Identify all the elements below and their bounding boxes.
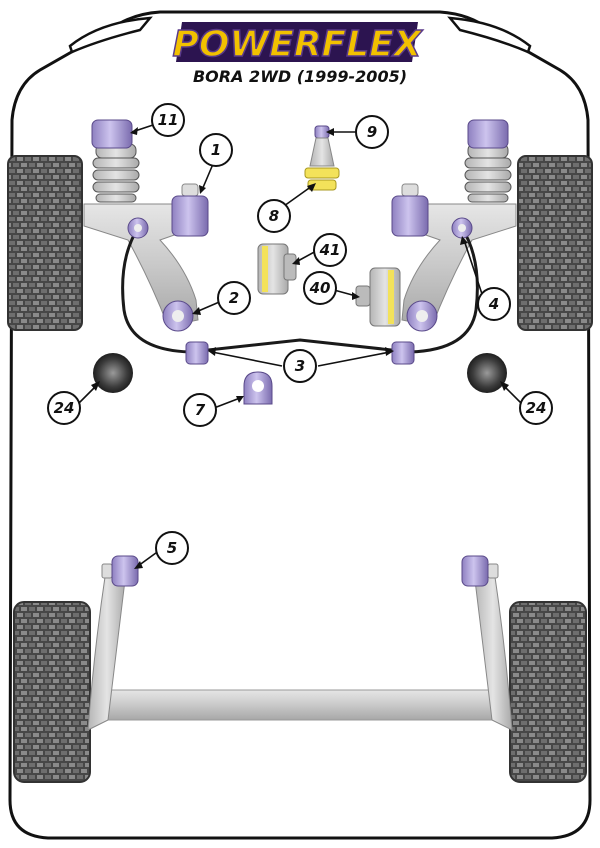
callout-number: 2	[229, 289, 239, 307]
front-left-wishbone	[83, 203, 201, 327]
callout-circle	[355, 115, 389, 149]
rear-beam-bush-right	[461, 555, 499, 587]
callout-circle	[199, 133, 233, 167]
arb-bush-right	[391, 341, 415, 365]
callout-number: 40	[309, 279, 331, 297]
callout-3: 3	[283, 349, 317, 383]
callout-circle	[151, 103, 185, 137]
engine-mount-upper	[309, 125, 335, 167]
callout-4: 4	[477, 287, 511, 321]
callout-24: 24	[47, 391, 81, 425]
leader-arrowheads	[91, 127, 509, 569]
rear-beam-bush-left	[101, 555, 139, 587]
front-left-tyre	[7, 155, 83, 331]
bush-bore	[134, 224, 142, 232]
callout-5: 5	[155, 531, 189, 565]
gearbox-mount-41	[257, 243, 297, 295]
rear-torsion-beam	[99, 689, 501, 721]
callout-number: 24	[54, 399, 75, 417]
callout-circle	[283, 349, 317, 383]
callout-circle	[257, 199, 291, 233]
callout-number: 3	[295, 357, 305, 375]
arb-bush-left	[185, 341, 209, 365]
subframe-mount-left	[93, 353, 133, 393]
front-left-spring	[92, 143, 140, 203]
powerflex-logo: POWERFLEX	[172, 22, 424, 66]
model-title: BORA 2WD (1999-2005)	[193, 67, 407, 86]
callout-circle	[217, 281, 251, 315]
bush-bore	[172, 310, 184, 322]
rear-right-tyre	[509, 601, 587, 783]
callout-7: 7	[183, 393, 217, 427]
top-mount-bush-right	[467, 119, 509, 149]
callout-circle	[183, 393, 217, 427]
callout-number: 24	[526, 399, 547, 417]
callout-11: 11	[151, 103, 185, 137]
wishbone-front-bush-left	[171, 183, 209, 237]
callout-circle	[303, 271, 337, 305]
callout-group: 1 2 3 4 5 7 8 9 11 24 24 40 41	[47, 103, 553, 565]
top-mount-bush-left	[91, 119, 133, 149]
callout-24: 24	[519, 391, 553, 425]
callout-number: 1	[211, 141, 221, 159]
rear-trailing-arm-left	[87, 569, 127, 731]
bush-bore	[458, 224, 466, 232]
callout-circle	[477, 287, 511, 321]
callout-circle	[313, 233, 347, 267]
callout-circle	[519, 391, 553, 425]
front-right-wishbone	[399, 203, 517, 327]
front-right-tyre	[517, 155, 593, 331]
callout-number: 9	[367, 123, 377, 141]
callout-41: 41	[313, 233, 347, 267]
callout-number: 11	[158, 111, 179, 129]
subframe-mount-right	[467, 353, 507, 393]
rear-left-tyre	[13, 601, 91, 783]
anti-roll-bar	[121, 227, 479, 354]
engine-mount-insert	[304, 167, 340, 191]
wishbone-front-bush-right	[391, 183, 429, 237]
brand-logo-text: POWERFLEX	[173, 24, 424, 65]
gearbox-mount-40	[355, 267, 401, 327]
callout-circle	[47, 391, 81, 425]
callout-number: 8	[269, 207, 279, 225]
callout-1: 1	[199, 133, 233, 167]
callout-circle	[155, 531, 189, 565]
callout-number: 7	[195, 401, 206, 419]
windscreen-left	[68, 16, 153, 54]
windscreen-right	[447, 16, 532, 54]
callout-number: 41	[319, 241, 341, 259]
front-right-spring	[464, 143, 512, 203]
callout-number: 5	[167, 539, 177, 557]
callout-8: 8	[257, 199, 291, 233]
callout-9: 9	[355, 115, 389, 149]
leader-lines	[77, 123, 523, 567]
rear-trailing-arm-right	[473, 569, 513, 731]
callout-number: 4	[488, 295, 499, 313]
bush-bore	[252, 380, 264, 392]
bush-bore	[416, 310, 428, 322]
callout-40: 40	[303, 271, 337, 305]
callout-2: 2	[217, 281, 251, 315]
